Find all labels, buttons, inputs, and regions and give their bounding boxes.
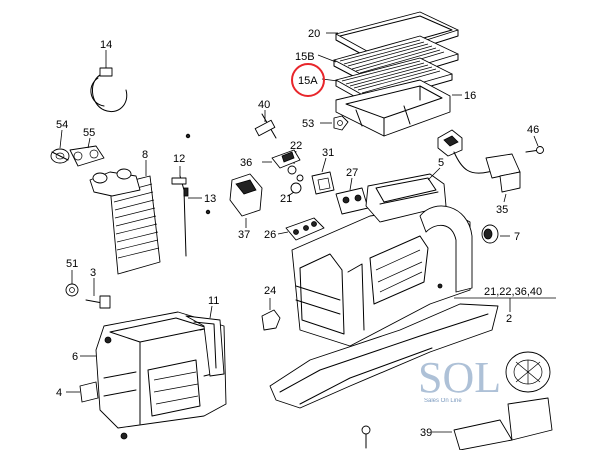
label-35: 35	[496, 204, 508, 216]
label-16: 16	[464, 90, 476, 102]
label-5: 5	[438, 157, 444, 169]
plug-7	[481, 224, 510, 244]
label-20: 20	[308, 28, 320, 40]
screw-3	[85, 278, 111, 309]
filter-housing-16	[335, 79, 451, 137]
hose-clamp-14	[90, 50, 128, 112]
bracket-31	[311, 157, 335, 195]
label-2: 2	[506, 313, 512, 325]
rubber-mount-51	[65, 270, 79, 297]
dot-marker	[185, 133, 191, 139]
fastener-24	[261, 298, 281, 331]
label-11: 11	[208, 295, 219, 307]
label-13: 13	[204, 193, 216, 205]
label-3: 3	[90, 267, 96, 279]
label-6: 6	[72, 351, 78, 363]
actuator-37	[229, 173, 263, 228]
heater-box-6	[80, 311, 227, 440]
label-22: 22	[290, 140, 302, 152]
label-4: 4	[56, 387, 62, 399]
nut-53	[320, 115, 349, 131]
label-8: 8	[142, 149, 148, 161]
label-40: 40	[258, 99, 270, 111]
heater-core-8	[89, 160, 161, 275]
flap-link-27	[335, 177, 369, 215]
highlight-circle-15a	[291, 63, 325, 97]
bracket-4	[66, 381, 99, 403]
label-53: 53	[302, 118, 314, 130]
grommet-54	[50, 129, 70, 164]
label-24: 24	[264, 285, 276, 297]
evaporator-housing-2	[291, 167, 473, 347]
label-37: 37	[238, 229, 250, 241]
air-duct-38	[269, 303, 499, 409]
seal-55	[69, 137, 105, 167]
label-14: 14	[100, 39, 112, 51]
clip-21	[287, 182, 302, 197]
bolt-40	[254, 110, 277, 139]
watermark-text: SOL	[418, 353, 501, 402]
label-55: 55	[83, 127, 95, 139]
filter-frame-20	[335, 11, 459, 63]
screw-bottom	[361, 425, 371, 449]
servo-motor-35	[437, 129, 521, 203]
label-51: 51	[66, 258, 78, 270]
label-15a: 15A	[298, 75, 318, 87]
label-46: 46	[527, 124, 539, 136]
dot-marker	[437, 283, 443, 289]
watermark-tagline: Sales On Line	[424, 398, 462, 404]
label-54: 54	[56, 119, 68, 131]
label-12: 12	[173, 153, 185, 165]
seal-11	[185, 305, 225, 377]
drain-tube-12-13	[171, 166, 202, 257]
blower-39	[432, 351, 553, 450]
dot-marker	[205, 209, 211, 215]
label-26: 26	[264, 229, 276, 241]
label-36: 36	[240, 157, 252, 169]
label-27: 27	[346, 167, 358, 179]
label-group: 21,22,36,40	[484, 286, 542, 298]
watermark-logo: SOL Sales On Line	[418, 353, 501, 404]
screw-46	[525, 135, 544, 154]
label-7: 7	[514, 231, 520, 243]
lever-26	[277, 217, 325, 241]
label-39: 39	[420, 427, 432, 439]
sensor-36	[262, 149, 301, 169]
label-21: 21	[280, 193, 292, 205]
label-31: 31	[322, 147, 334, 159]
label-15b: 15B	[295, 51, 315, 63]
